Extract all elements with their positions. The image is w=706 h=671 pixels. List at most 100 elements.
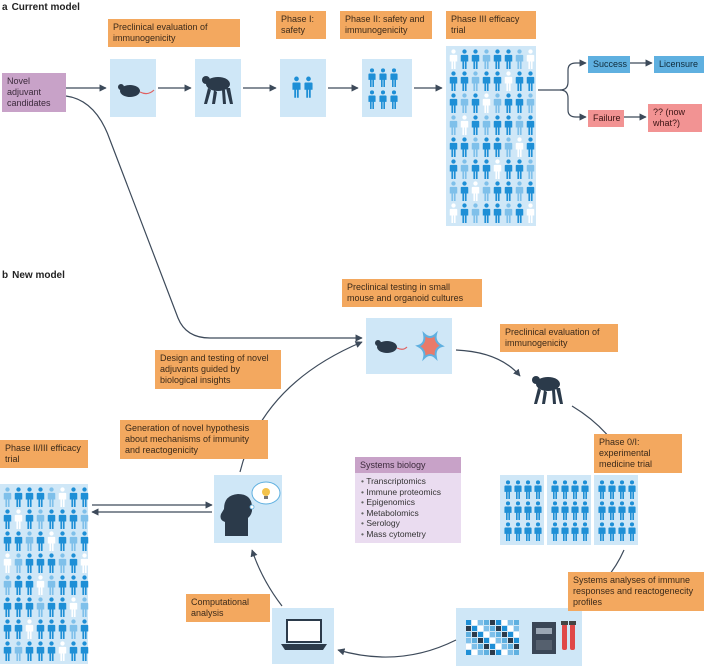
preclinical-label-b: Preclinical evaluation of immunogenicity <box>500 324 618 352</box>
heatmap-cell <box>484 644 489 649</box>
heatmap-cell <box>508 638 513 643</box>
failure-tag: Failure <box>588 110 624 127</box>
heatmap-cell <box>466 620 471 625</box>
phase2-box <box>362 59 412 117</box>
panel-b-letter: b <box>2 270 9 281</box>
heatmap-cell <box>478 620 483 625</box>
thinking-head-icon <box>220 481 281 536</box>
systems-biology-list: Transcriptomics Immune proteomics Epigen… <box>355 476 461 539</box>
heatmap-cell <box>472 644 477 649</box>
heatmap-cell <box>484 632 489 637</box>
systems-biology-item: Mass cytometry <box>361 529 461 540</box>
heatmap-cell <box>508 626 513 631</box>
heatmap-cell <box>496 638 501 643</box>
systems-biology-item: Transcriptomics <box>361 476 461 487</box>
heatmap-cell <box>484 638 489 643</box>
heatmap-cell <box>496 626 501 631</box>
phase01-label: Phase 0/I: experimental medicine trial <box>594 434 682 473</box>
heatmap-cell <box>502 632 507 637</box>
heatmap-cell <box>472 626 477 631</box>
heatmap-cell <box>508 650 513 655</box>
heatmap-cell <box>484 626 489 631</box>
hypothesis-label: Generation of novel hypothesis about mec… <box>120 420 268 459</box>
design-label: Design and testing of novel adjuvants gu… <box>155 350 281 389</box>
preclinical-label-a: Preclinical evaluation of immunogenicity <box>108 19 240 47</box>
heatmap-cell <box>472 638 477 643</box>
panel-b-name: New model <box>12 270 65 281</box>
systems-biology-title: Systems biology <box>355 457 461 473</box>
heatmap-cell <box>490 620 495 625</box>
heatmap-cell <box>472 620 477 625</box>
mouse-icon-b <box>375 340 408 353</box>
heatmap-cell <box>490 638 495 643</box>
heatmap-cell <box>502 638 507 643</box>
primate-icon <box>202 76 233 104</box>
systems-biology-item: Metabolomics <box>361 508 461 519</box>
small-mouse-label: Preclinical testing in small mouse and o… <box>342 279 482 307</box>
test-tubes-icon <box>561 621 576 650</box>
heatmap-cell <box>514 650 519 655</box>
organoid-icon <box>415 330 445 362</box>
computational-label: Computational analysis <box>186 594 270 622</box>
systems-biology-panel: Systems biology Transcriptomics Immune p… <box>355 457 461 543</box>
heatmap-cell <box>466 626 471 631</box>
heatmap-cell <box>514 620 519 625</box>
mouse-icon <box>118 84 155 97</box>
systems-biology-item: Epigenomics <box>361 497 461 508</box>
heatmap-cell <box>514 632 519 637</box>
licensure-tag: Licensure <box>654 56 704 73</box>
arrow-to-success <box>538 59 587 91</box>
now-what-tag: ?? (now what?) <box>648 104 702 132</box>
systems-biology-item: Immune proteomics <box>361 487 461 498</box>
heatmap-cell <box>484 650 489 655</box>
systems-biology-item: Serology <box>361 518 461 529</box>
phase2-label: Phase II: safety and immunogenicity <box>340 11 432 39</box>
cycle-arrow-1 <box>455 349 521 377</box>
panel-a-name: Current model <box>11 2 80 13</box>
heatmap-cell <box>466 650 471 655</box>
heatmap-cell <box>496 644 501 649</box>
heatmap-cell <box>502 644 507 649</box>
systems-analyses-label: Systems analyses of immune responses and… <box>568 572 704 611</box>
heatmap-cell <box>466 644 471 649</box>
cycle-arrow-4 <box>337 639 457 658</box>
heatmap-cell <box>502 620 507 625</box>
heatmap-cell <box>466 638 471 643</box>
phase3-box <box>446 46 536 226</box>
heatmap-cell <box>478 626 483 631</box>
heatmap-cell <box>508 620 513 625</box>
panel-a-letter: a <box>2 2 8 13</box>
heatmap-cell <box>514 638 519 643</box>
heatmap-cell <box>508 644 513 649</box>
success-tag: Success <box>588 56 630 73</box>
heatmap-cell <box>466 632 471 637</box>
heatmap-cell <box>496 632 501 637</box>
arrow-to-failure <box>559 89 587 121</box>
heatmap-cell <box>490 644 495 649</box>
heatmap-cell <box>496 620 501 625</box>
phase1-label: Phase I: safety <box>276 11 326 39</box>
heatmap-cell <box>472 632 477 637</box>
phase23-label: Phase II/III efficacy trial <box>0 440 88 468</box>
heatmap-cell <box>502 650 507 655</box>
heatmap-cell <box>490 632 495 637</box>
phase23-box <box>0 484 88 664</box>
heatmap-cell <box>508 632 513 637</box>
heatmap-icon <box>466 620 519 655</box>
phase1-box <box>280 59 326 117</box>
heatmap-cell <box>472 650 477 655</box>
cycle-arrow-5 <box>250 549 283 607</box>
heatmap-cell <box>514 626 519 631</box>
phase3-label: Phase III efficacy trial <box>446 11 536 39</box>
heatmap-cell <box>484 620 489 625</box>
heatmap-cell <box>490 650 495 655</box>
heatmap-cell <box>502 626 507 631</box>
heatmap-cell <box>478 644 483 649</box>
mass-spec-icon <box>532 622 556 654</box>
laptop-icon <box>281 619 327 650</box>
arrow-candidates-to-new-model <box>65 95 363 342</box>
heatmap-cell <box>496 650 501 655</box>
